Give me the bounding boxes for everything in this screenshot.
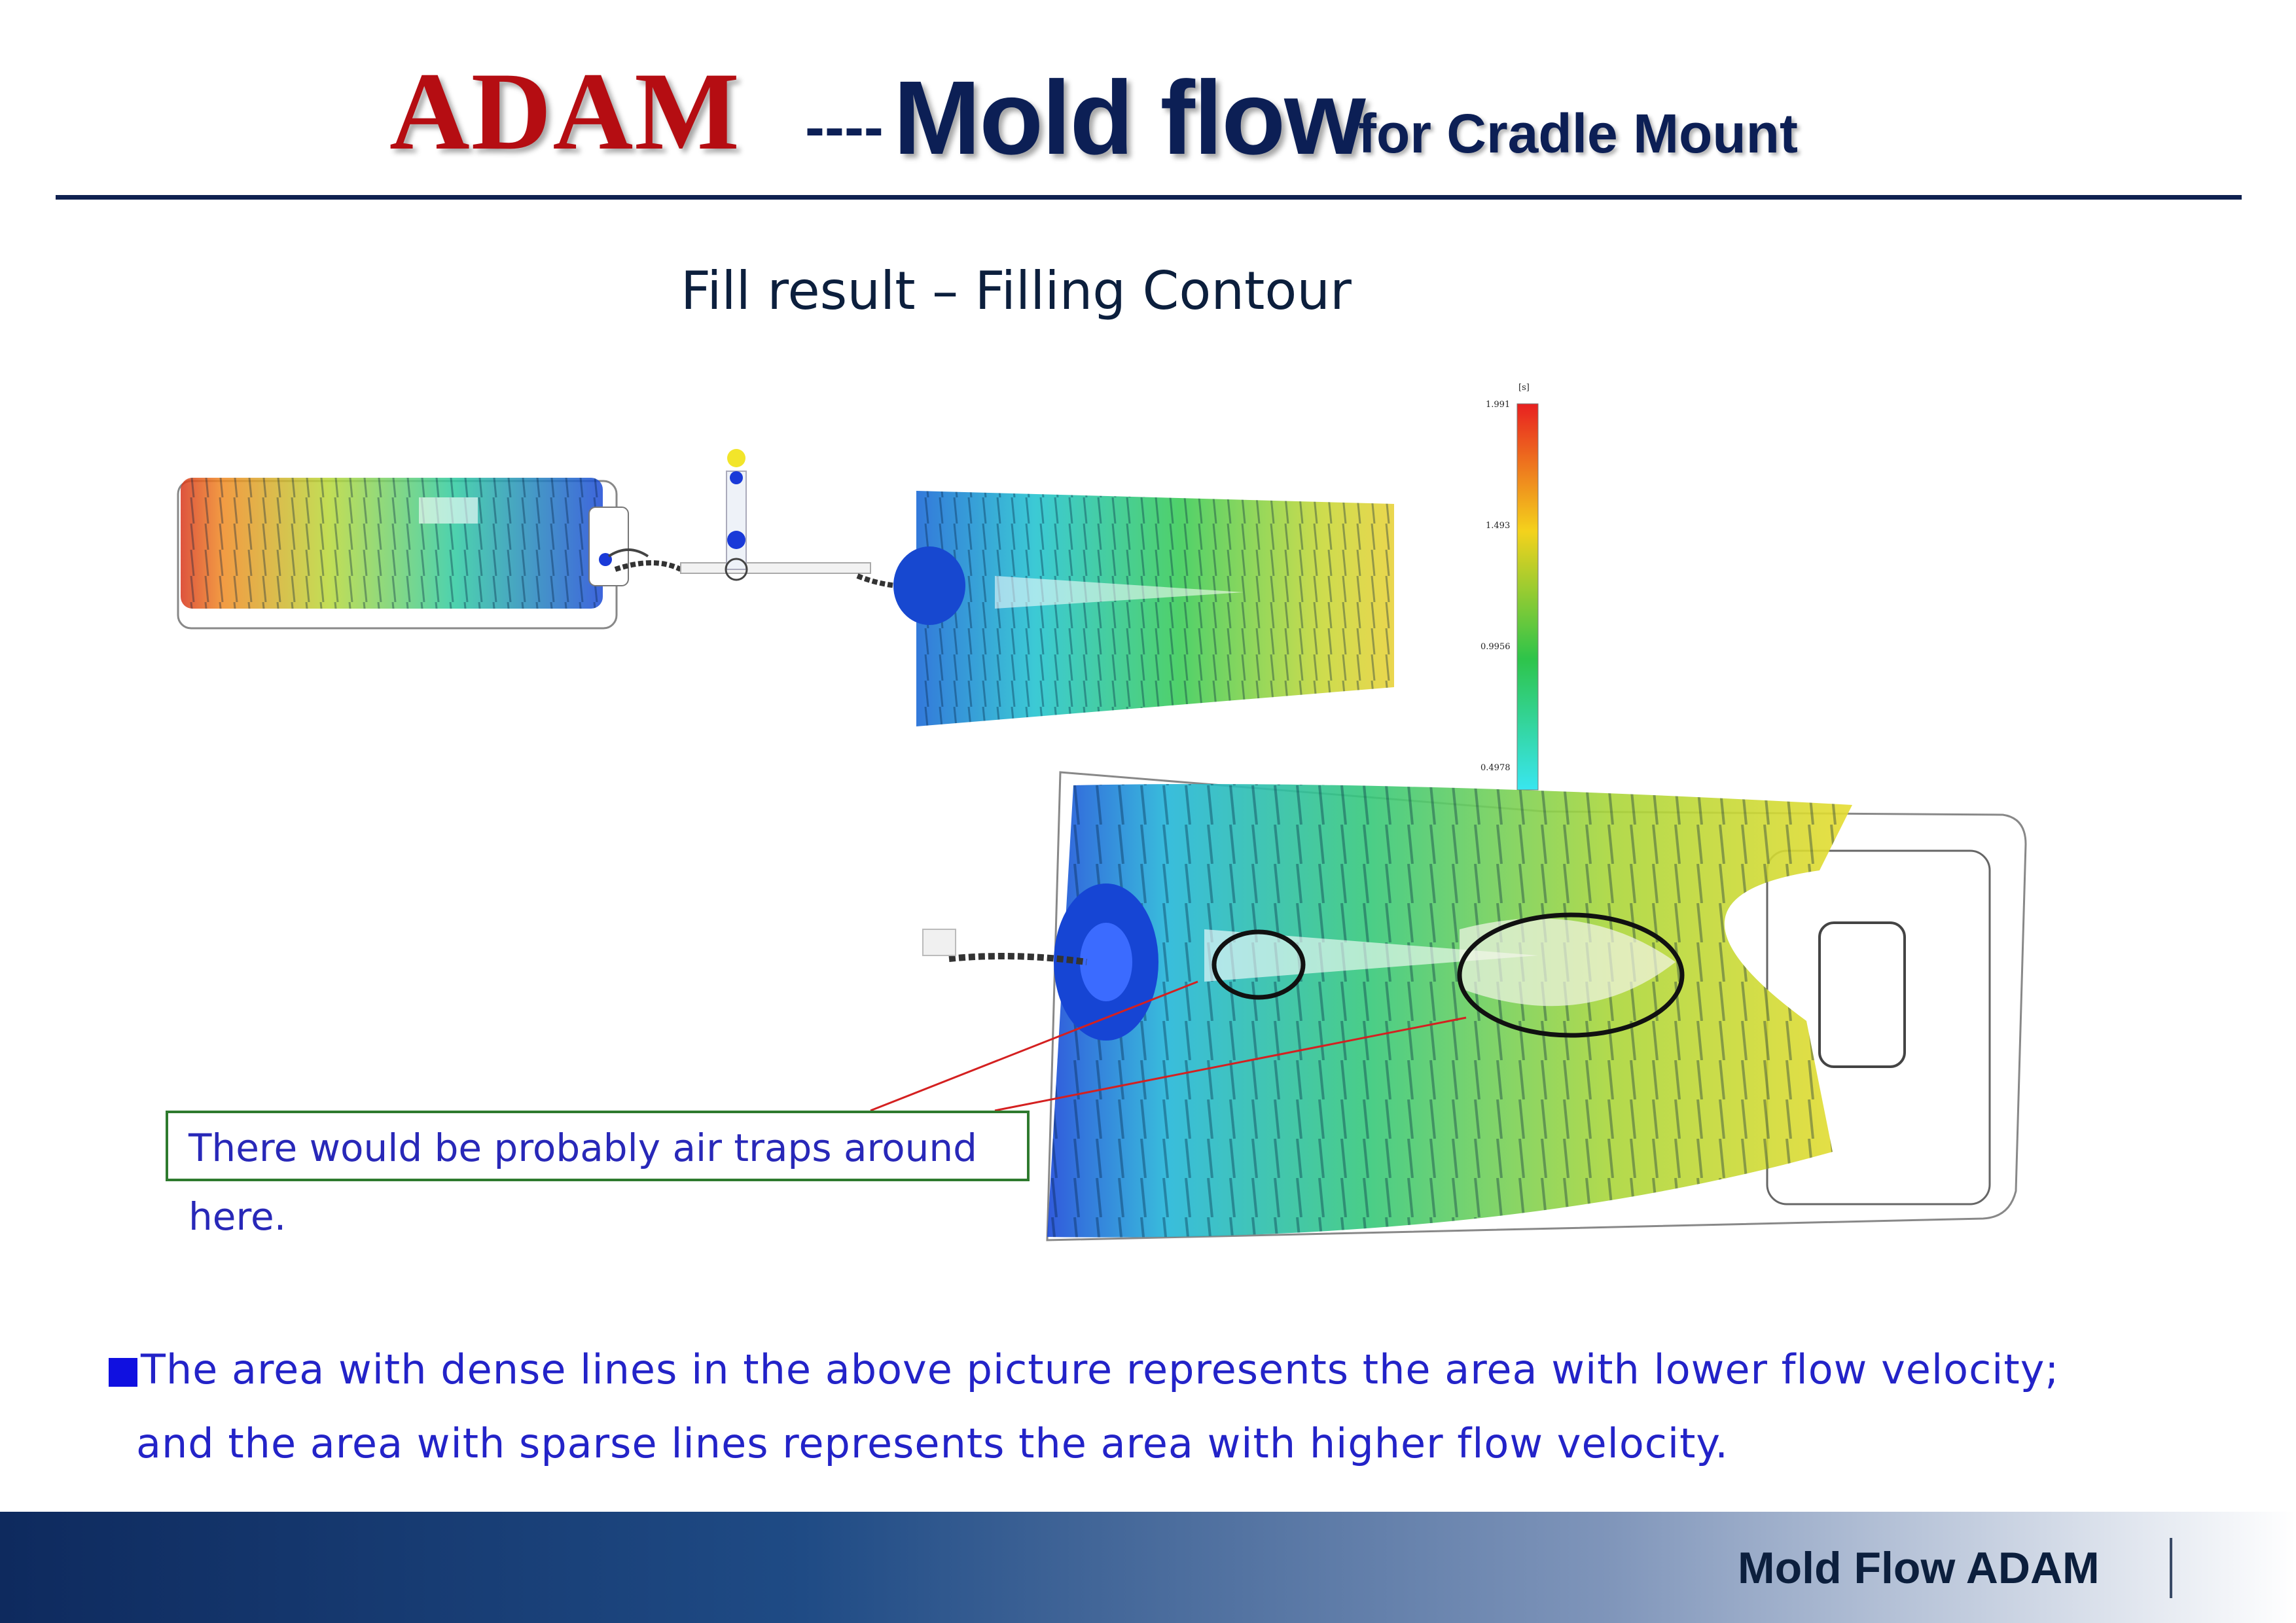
scale-tick: 1.493 — [1486, 521, 1510, 531]
top-left-part — [177, 478, 649, 630]
bullet-square-icon — [109, 1358, 137, 1387]
note-text-continuation: and the area with sparse lines represent… — [136, 1419, 1729, 1467]
callout-box — [166, 1111, 1030, 1181]
header-rule — [56, 195, 2242, 200]
title-subtitle: for Cradle Mount — [1358, 103, 1798, 164]
callout-arrow — [870, 980, 1198, 1112]
note-text: The area with dense lines in the above p… — [141, 1346, 2060, 1393]
scale-tick: 0.4978 — [1480, 763, 1511, 773]
section-title: Fill result – Filling Contour — [681, 260, 1352, 321]
callout-text: There would be probably air traps around — [188, 1126, 977, 1170]
brand-title: ADAM — [389, 50, 741, 173]
footer-divider — [2170, 1538, 2172, 1598]
color-scale: [s] 1.991 1.493 0.9956 0.4978 — [1480, 383, 1539, 791]
air-trap-circle-large — [1457, 912, 1685, 1038]
title-dashes: ---- — [805, 95, 884, 160]
runner-system — [614, 449, 924, 589]
air-trap-circle-small — [1211, 929, 1306, 1000]
scale-tick: 0.9956 — [1480, 642, 1511, 652]
callout-arrow — [994, 1016, 1467, 1112]
footer-bar — [0, 1512, 2296, 1623]
scale-tick: 1.991 — [1486, 400, 1510, 410]
callout-text-continuation: here. — [188, 1194, 287, 1239]
top-right-part — [893, 491, 1394, 726]
main-title: Mold flow — [893, 59, 1366, 176]
scale-unit: [s] — [1518, 383, 1530, 393]
footer-label: Mold Flow ADAM — [1738, 1543, 2100, 1593]
air-trap-markers — [870, 912, 1685, 1112]
large-part — [922, 771, 2027, 1241]
